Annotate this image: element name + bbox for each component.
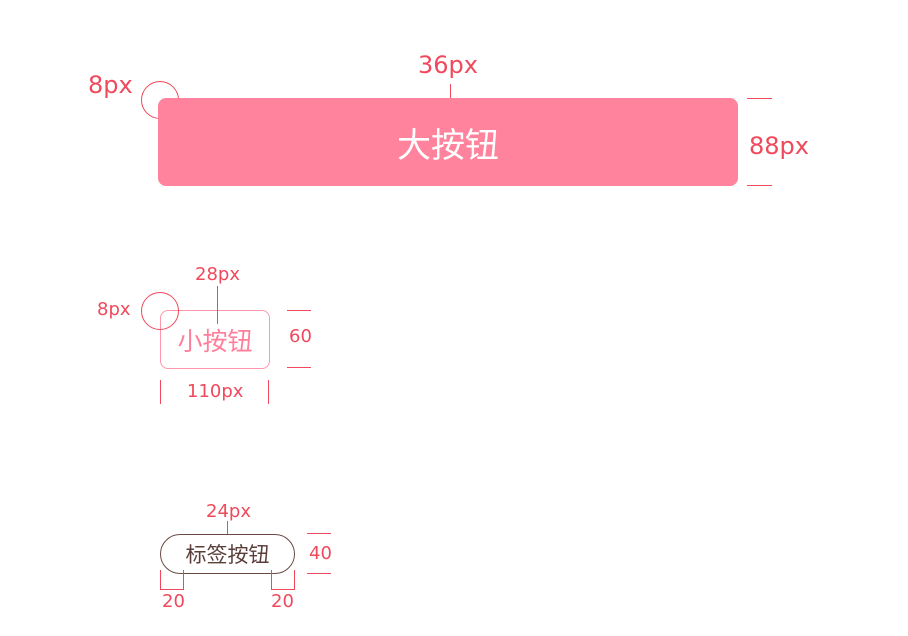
- small-width-annotation: 110px: [187, 381, 244, 402]
- tag-font-size-annotation: 24px: [206, 501, 251, 522]
- large-button-label: 大按钮: [397, 125, 499, 166]
- tag-right-padding-annotation: 20: [271, 591, 294, 612]
- small-width-right-tick: [268, 380, 269, 404]
- small-font-size-annotation: 28px: [195, 264, 240, 285]
- large-font-size-annotation: 36px: [418, 51, 478, 79]
- tag-left-padding-tick-a: [160, 570, 161, 590]
- small-height-annotation: 60: [289, 326, 312, 347]
- tag-left-padding-line: [160, 589, 184, 590]
- tag-right-padding-tick-a: [271, 570, 272, 590]
- large-height-annotation: 88px: [749, 132, 809, 160]
- small-width-left-tick: [160, 380, 161, 404]
- tag-font-size-leader: [227, 521, 228, 541]
- tag-left-padding-tick-b: [183, 570, 184, 590]
- tag-height-annotation: 40: [309, 543, 332, 564]
- small-button-label: 小按钮: [177, 326, 253, 356]
- tag-height-top-tick: [307, 533, 331, 534]
- tag-right-padding-line: [271, 589, 295, 590]
- tag-right-padding-tick-b: [294, 570, 295, 590]
- small-radius-circle: [141, 292, 179, 330]
- small-button[interactable]: 小按钮: [160, 310, 270, 369]
- small-height-bottom-tick: [287, 367, 311, 368]
- large-button[interactable]: 大按钮: [158, 98, 738, 186]
- tag-height-bottom-tick: [307, 573, 331, 574]
- small-radius-annotation: 8px: [97, 299, 131, 320]
- small-font-size-leader: [217, 286, 218, 324]
- large-radius-annotation: 8px: [88, 71, 133, 99]
- tag-button-label: 标签按钮: [185, 543, 270, 567]
- small-height-top-tick: [287, 310, 311, 311]
- large-height-bottom-tick: [747, 185, 772, 186]
- large-height-top-tick: [747, 98, 772, 99]
- tag-button[interactable]: 标签按钮: [160, 534, 295, 574]
- tag-left-padding-annotation: 20: [162, 591, 185, 612]
